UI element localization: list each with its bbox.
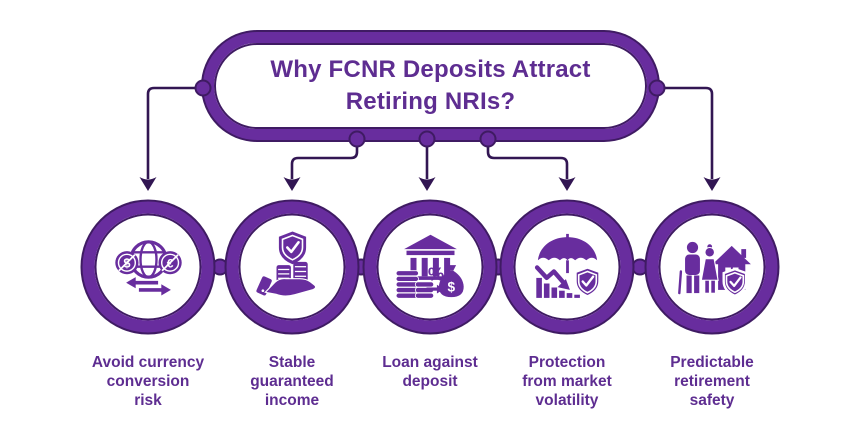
node-label-volatility: Protection from market volatility xyxy=(522,354,612,409)
svg-text:€: € xyxy=(166,256,173,270)
currency-exchange-globe-icon: $ € xyxy=(114,239,182,295)
arrowhead-1 xyxy=(139,177,157,191)
retired-couple-house-shield-icon xyxy=(677,241,751,297)
node-circle-income xyxy=(226,201,358,333)
node-label-currency: Avoid currency conversion risk xyxy=(91,354,205,409)
bank-loan-money-bag-icon: % $ xyxy=(395,234,464,299)
node-circle-retirement xyxy=(646,201,778,333)
node-label-loan: Loan against deposit xyxy=(382,354,478,390)
node-label-retirement: Predictable retirement safety xyxy=(670,354,754,409)
anchor-dot-left xyxy=(194,79,212,97)
node-circle-currency: $ € xyxy=(82,201,214,333)
connector-line-4 xyxy=(486,144,569,179)
anchor-dot-bottom-1 xyxy=(348,130,366,148)
connector-line-2 xyxy=(290,144,359,179)
node-label-income: Stable guaranteed income xyxy=(250,354,334,409)
umbrella-market-volatility-icon xyxy=(534,233,601,298)
title-box: Why FCNR Deposits Attract Retiring NRIs? xyxy=(203,32,658,140)
connector-line-5 xyxy=(657,86,714,179)
arrowhead-5 xyxy=(703,177,721,191)
arrowhead-2 xyxy=(283,177,301,191)
connector-line-1 xyxy=(146,86,203,179)
hand-holding-coins-shield-icon xyxy=(255,231,316,297)
arrowhead-4 xyxy=(558,177,576,191)
node-circle-volatility xyxy=(501,201,633,333)
anchor-dot-bottom-3 xyxy=(479,130,497,148)
anchor-dot-bottom-2 xyxy=(418,130,436,148)
svg-text:%: % xyxy=(427,263,443,284)
page-title: Why FCNR Deposits Attract Retiring NRIs? xyxy=(270,56,591,115)
arrowhead-3 xyxy=(418,177,436,191)
svg-text:$: $ xyxy=(447,279,455,294)
anchor-dot-right xyxy=(648,79,666,97)
node-circle-loan: % $ xyxy=(364,201,496,333)
svg-text:$: $ xyxy=(123,255,130,270)
